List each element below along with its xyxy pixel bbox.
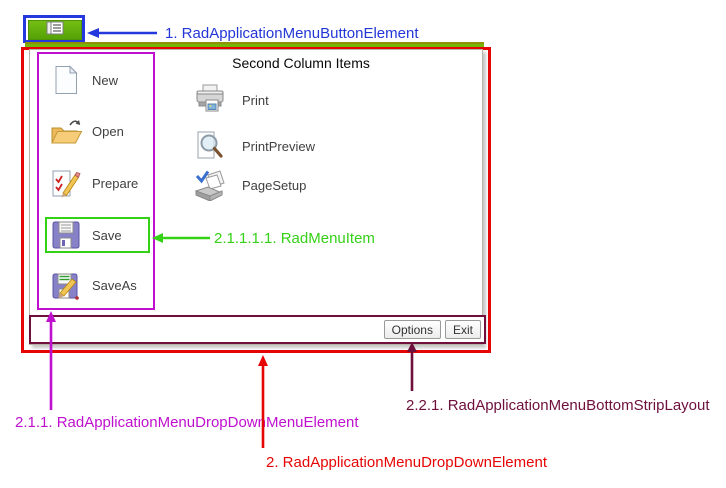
menu-item-label: Prepare [92, 175, 139, 191]
menu-item-label: Print [242, 92, 269, 108]
print-icon [193, 84, 227, 116]
annotation-label-dropdown-menu: 2.1.1. RadApplicationMenuDropDownMenuEle… [15, 414, 359, 431]
red-annotation-arrow [258, 355, 268, 448]
application-menu-icon [46, 21, 64, 40]
annotation-label-dropdown: 2. RadApplicationMenuDropDownElement [266, 454, 547, 471]
menu-item-save[interactable]: Save [48, 215, 152, 255]
menu-item-label: New [92, 72, 119, 88]
prepare-icon [48, 168, 84, 198]
menu-item-label: SaveAs [92, 277, 137, 293]
annotation-label-button: 1. RadApplicationMenuButtonElement [165, 25, 419, 42]
menu-item-pagesetup[interactable]: PageSetup [193, 168, 363, 202]
menu-item-open[interactable]: Open [48, 111, 152, 151]
save-icon [48, 220, 84, 250]
menu-item-print[interactable]: Print [193, 83, 363, 117]
exit-button[interactable]: Exit [444, 320, 481, 339]
application-menu-button[interactable] [28, 20, 82, 40]
magenta-annotation-arrow [46, 311, 56, 410]
menu-item-prepare[interactable]: Prepare [48, 163, 152, 203]
green-annotation-arrow [152, 233, 210, 243]
save-as-icon [48, 270, 84, 300]
app-menu-button-highlight-box [23, 15, 85, 43]
second-column-header: Second Column Items [232, 55, 370, 71]
new-document-icon [48, 65, 84, 95]
menu-item-label: PageSetup [242, 177, 307, 193]
options-button[interactable]: Options [383, 320, 441, 339]
menu-item-label: PrintPreview [242, 138, 315, 154]
menu-item-label: Save [92, 227, 122, 243]
annotation-label-bottom-strip: 2.2.1. RadApplicationMenuBottomStripLayo… [406, 397, 710, 414]
menu-top-theme-strip [25, 42, 484, 47]
dropdown-highlight-box [21, 47, 491, 353]
application-menu-dropdown [29, 49, 483, 345]
dropdown-menu-highlight-box [37, 52, 155, 310]
menu-item-saveas[interactable]: SaveAs [48, 265, 152, 305]
open-folder-icon [48, 117, 84, 145]
menu-item-printpreview[interactable]: PrintPreview [193, 129, 363, 163]
menu-item-highlight-box [45, 217, 150, 253]
menu-item-new[interactable]: New [48, 60, 152, 100]
menu-item-label: Open [92, 123, 124, 139]
annotation-label-menu-item: 2.1.1.1.1. RadMenuItem [214, 230, 375, 247]
maroon-annotation-arrow [407, 342, 417, 391]
print-preview-icon [193, 130, 227, 162]
blue-annotation-arrow [87, 28, 157, 38]
bottom-strip-layout: Options Exit [29, 315, 486, 344]
page-setup-icon [193, 169, 227, 201]
